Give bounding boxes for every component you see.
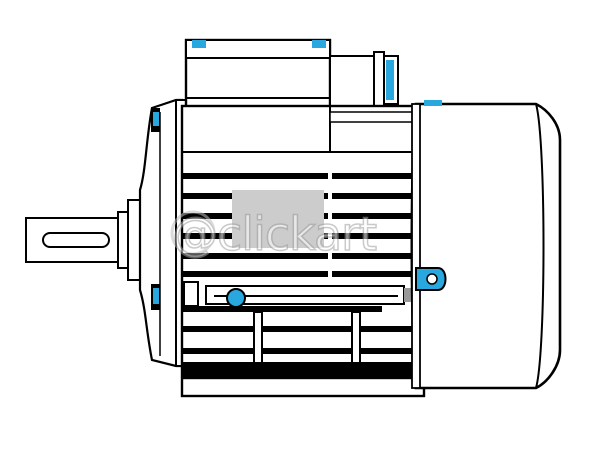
base-plate — [180, 362, 426, 398]
motor-shaft — [25, 199, 141, 281]
shield-bolt-top — [151, 108, 160, 132]
grease-nipple — [226, 288, 246, 308]
lifting-eye — [415, 267, 447, 291]
nameplate — [232, 190, 324, 248]
cooling-fins-right — [332, 173, 416, 277]
cable-gland — [329, 51, 399, 109]
shield-bolt-bottom — [151, 284, 160, 310]
watermark-text: @clickart — [172, 207, 376, 261]
fan-cover — [410, 100, 562, 390]
watermark: @clickart — [170, 206, 378, 262]
